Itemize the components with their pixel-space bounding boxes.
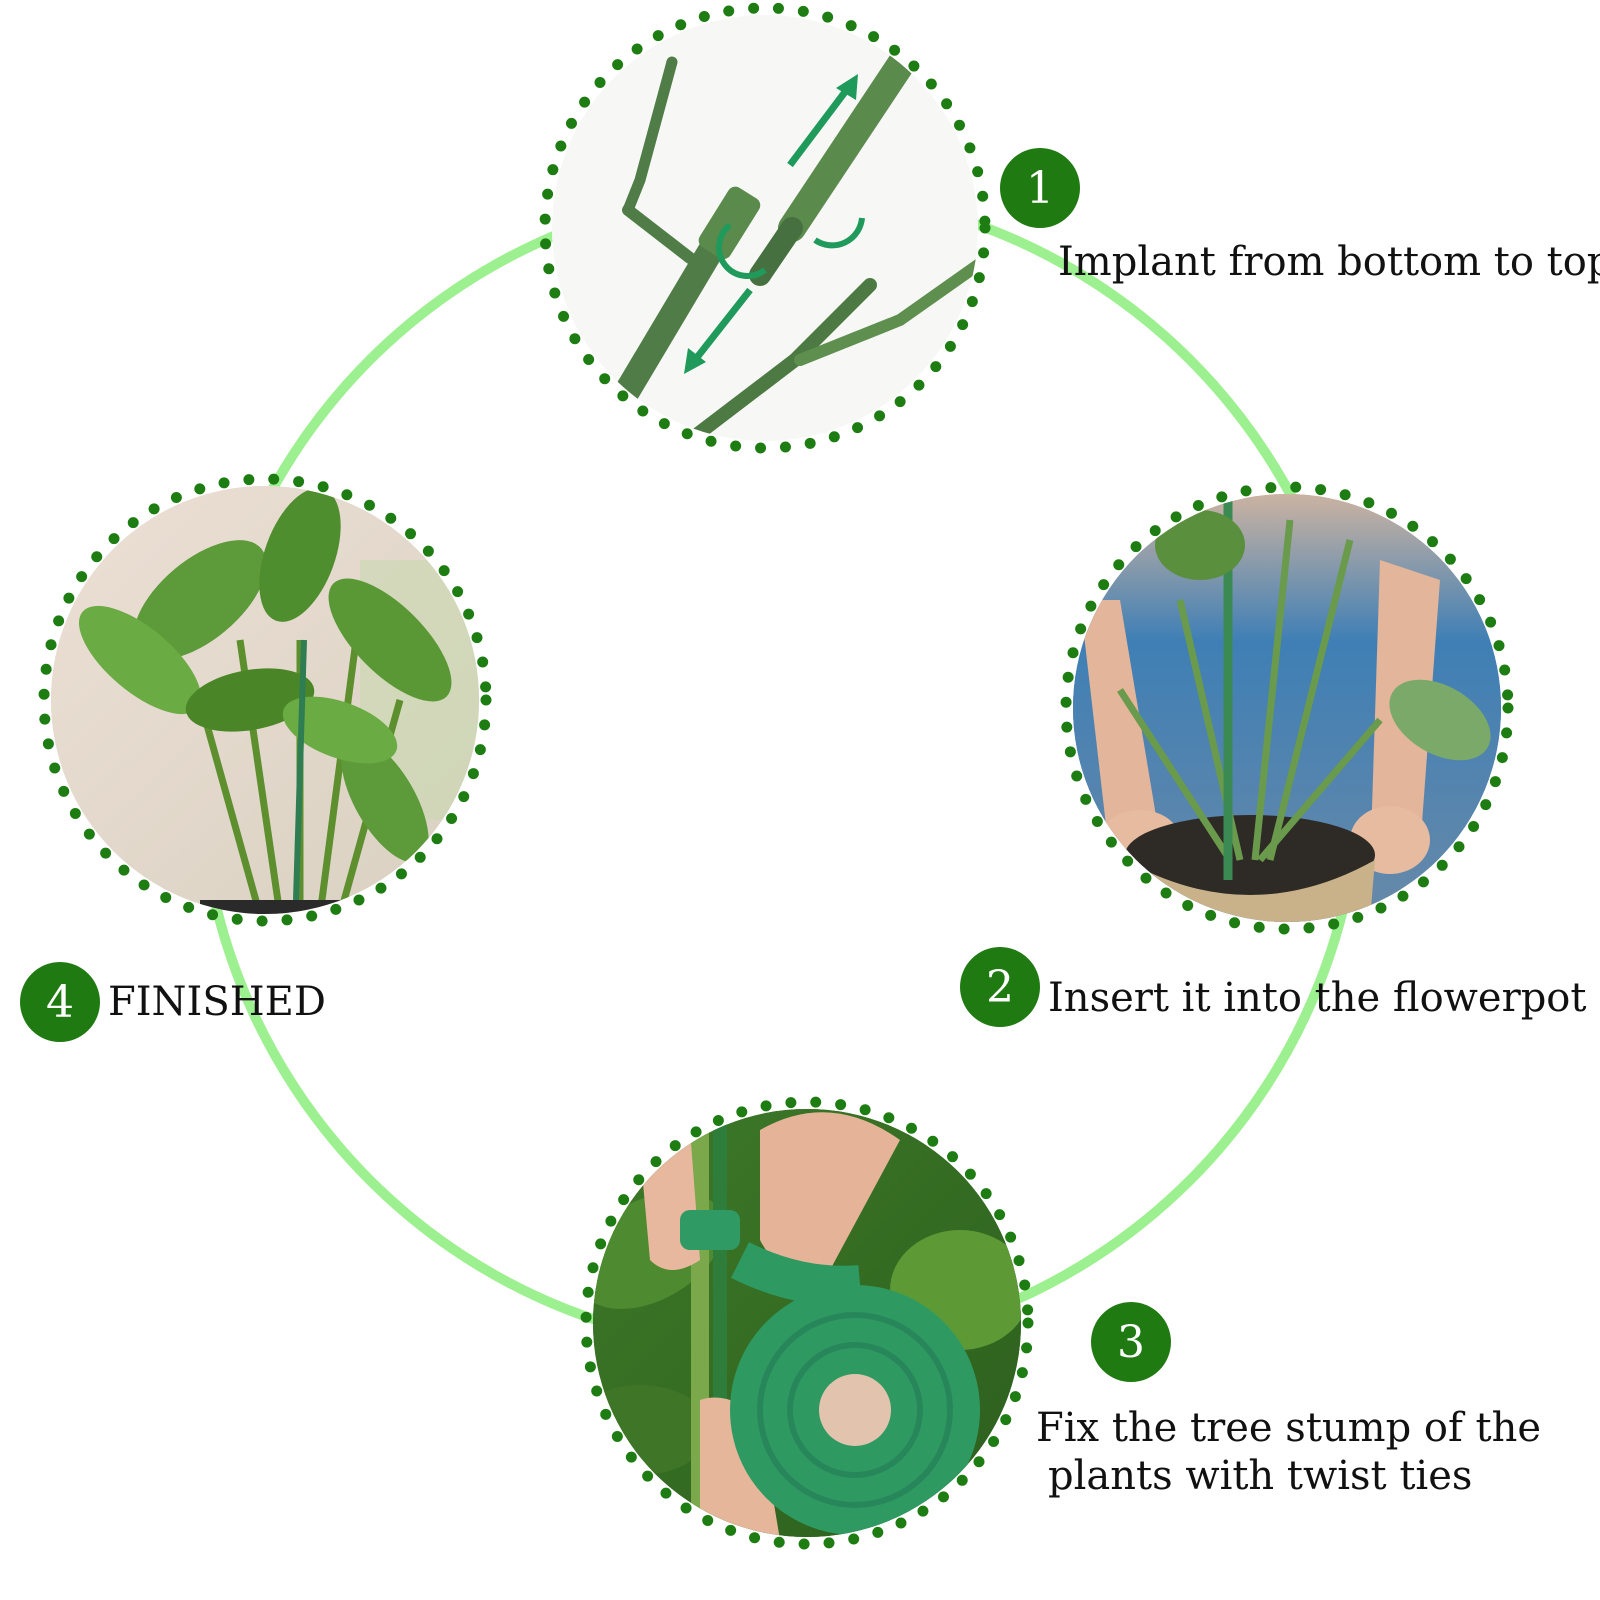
step-2-number: 2 xyxy=(986,961,1014,1013)
stake-icon xyxy=(597,44,978,441)
step-4-label: FINISHED xyxy=(108,979,326,1025)
step-3-image xyxy=(593,1109,1021,1537)
step-1-label: Implant from bottom to top xyxy=(1058,239,1600,285)
arrow-up-icon xyxy=(787,74,858,168)
arrow-down-icon xyxy=(684,287,753,374)
step-4-number: 4 xyxy=(46,976,74,1028)
step-1-dotted-border xyxy=(539,2,991,454)
step-2-dotted-border xyxy=(1060,481,1514,935)
step-1-image xyxy=(552,15,978,441)
step-3-label-line-1: Fix the tree stump of the xyxy=(1036,1405,1542,1451)
step-2-badge: 2 xyxy=(960,947,1040,1027)
step-4-dotted-border xyxy=(38,473,492,927)
step-3-badge: 3 xyxy=(1091,1302,1171,1382)
step-3-number: 3 xyxy=(1117,1316,1145,1368)
rotate-icon xyxy=(716,217,865,279)
step-4-badge: 4 xyxy=(20,962,100,1042)
plant-icon xyxy=(78,488,452,914)
tie-tape-roll-icon xyxy=(730,1241,980,1535)
step-1-number: 1 xyxy=(1026,162,1054,214)
step-2-image xyxy=(1073,494,1501,922)
step-4-image xyxy=(51,486,479,914)
step-3-label-line-2: plants with twist ties xyxy=(1048,1453,1473,1499)
step-3-dotted-border xyxy=(580,1096,1034,1550)
step-1-badge: 1 xyxy=(1000,148,1080,228)
step-2-label: Insert it into the flowerpot xyxy=(1048,975,1587,1021)
